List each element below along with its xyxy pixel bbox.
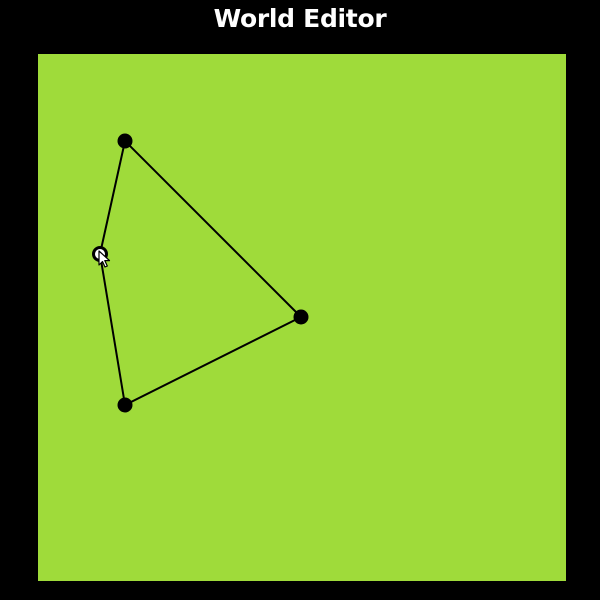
vertex-handle-3[interactable] <box>117 397 133 413</box>
vertex-handle-1[interactable] <box>117 133 133 149</box>
arrow-pointer-icon <box>98 250 111 268</box>
world-canvas[interactable] <box>38 54 566 581</box>
vertex-handle-2[interactable] <box>293 309 309 325</box>
vertex-layer <box>92 133 309 413</box>
world-canvas-svg[interactable] <box>38 54 566 581</box>
page-title: World Editor <box>213 4 387 33</box>
